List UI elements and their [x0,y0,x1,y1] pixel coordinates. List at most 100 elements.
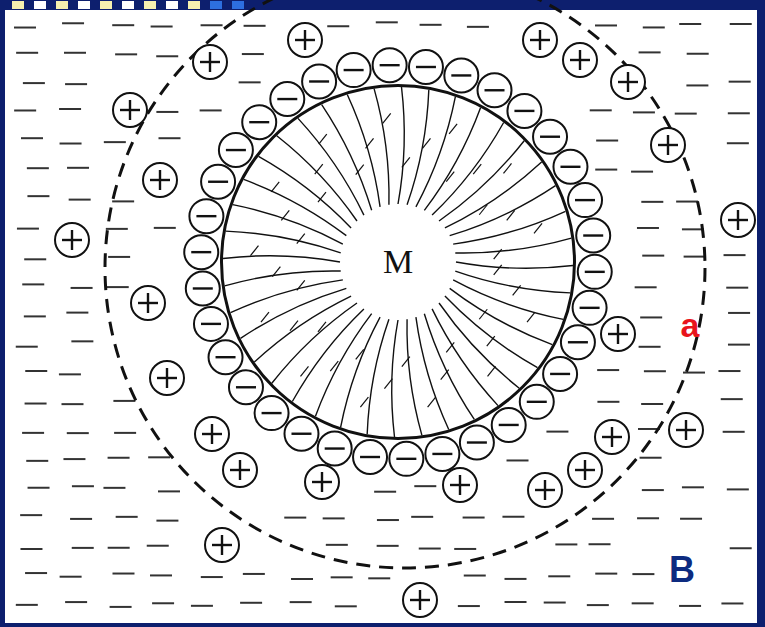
core-center [348,212,448,312]
core-strand [453,211,565,244]
solvent-dash [686,84,708,86]
solvent-dash [544,602,566,604]
core-hatch [297,234,305,244]
negative-ion [478,73,512,107]
solvent-dash [721,398,743,400]
ion-sign [459,475,461,495]
solvent-dash [680,518,702,520]
ion-circle [284,417,318,451]
ion-sign [321,472,323,492]
solvent-dash [505,601,527,603]
negative-ion [189,199,223,233]
ion-sign [467,441,487,443]
ion-circle [409,50,443,84]
ion-sign [249,121,269,123]
core-hatch [366,138,374,148]
solvent-dash [156,520,178,522]
positive-ion [563,43,597,77]
solvent-dash [644,370,666,372]
banner-dot [100,1,112,9]
positive-ion [205,528,239,562]
core-strand [398,87,404,204]
ion-sign [544,480,546,500]
positive-ion [288,23,322,57]
solvent-dash [632,573,654,575]
solvent-dash [632,602,654,604]
ion-sign [236,386,256,388]
ion-circle [113,93,147,127]
ion-circle [55,223,89,257]
solvent-dash [243,573,265,575]
banner-dot [232,1,244,9]
ions [55,23,755,617]
solvent-dash [110,606,132,608]
ion-circle [403,583,437,617]
solvent-dash [64,52,86,54]
core-strand [439,141,524,221]
solvent-dash [420,24,442,26]
solvent-dash [16,52,38,54]
banner-dot [78,1,90,9]
solvent-dash [679,605,701,607]
core-strand [322,105,372,211]
solvent-dash [683,372,705,374]
solvent-dash [70,518,92,520]
positive-ion [568,453,602,487]
banner-dot [56,1,68,9]
core-strand [225,271,341,286]
ion-circle [186,271,220,305]
solvent-dash [108,457,130,459]
negative-ion [194,307,228,341]
ion-circle [288,23,322,57]
core-strand [439,303,519,388]
ion-circle [205,528,239,562]
solvent-dash [643,26,665,28]
ion-circle [721,203,755,237]
ion-circle [601,317,635,351]
solvent-dash [323,517,345,519]
solvent-dash [69,199,91,201]
core-hatch [402,157,410,167]
positive-ion [150,361,184,395]
core-circle [222,86,575,439]
ion-sign [291,433,311,435]
core-hatch [503,163,511,173]
core-strand [455,238,571,253]
ion-circle [460,426,494,460]
solvent-dash [28,487,50,489]
solvent-dash [727,488,749,490]
ion-sign [360,456,380,458]
core-strand [272,303,357,383]
solvent-dash [104,141,126,143]
solvent-dash [156,55,178,57]
solvent-dash [675,113,697,115]
core-hatch [318,322,326,332]
solvent-dash [596,140,618,142]
core-strand [254,296,351,362]
solvent-dash [27,195,49,197]
ion-circle [242,105,276,139]
core-strand [374,89,389,205]
core-label: M [383,245,413,279]
solvent-dash [23,82,45,84]
ion-circle [553,150,587,184]
negative-ion [573,291,607,325]
solvent-dash [641,403,663,405]
solvent-dash [642,489,664,491]
positive-ion [55,223,89,257]
ion-circle [507,94,541,128]
core-hatch [250,246,258,256]
ion-circle [302,64,336,98]
positive-ion [131,286,165,320]
solvent-dash [721,602,743,604]
positive-ion [113,93,147,127]
solvent-dash [290,601,312,603]
solvent-dash [687,53,709,55]
ion-sign [583,234,603,236]
solvent-dash [639,346,661,348]
ion-circle [595,420,629,454]
ion-sign [159,170,161,190]
solvent-dash [14,109,36,111]
ion-sign [685,420,687,440]
ion-sign [309,80,329,82]
